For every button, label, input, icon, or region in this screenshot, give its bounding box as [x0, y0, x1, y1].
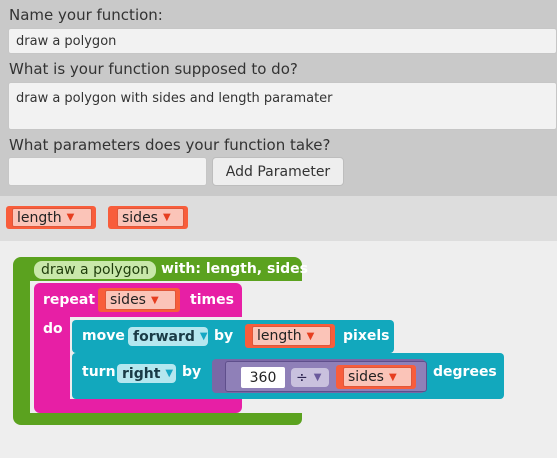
turn-keyword: turn: [82, 364, 116, 380]
move-direction-dropdown[interactable]: forward ▼: [128, 327, 208, 346]
turn-by-text: by: [182, 364, 202, 380]
chevron-down-icon: ▼: [66, 212, 75, 223]
function-description-label: What is your function supposed to do?: [9, 60, 298, 78]
turn-unit-text: degrees: [433, 364, 497, 380]
repeat-keyword: repeat: [43, 292, 96, 308]
move-block[interactable]: [72, 320, 394, 353]
math-operator-label: ÷: [296, 369, 308, 386]
turn-divisor-field[interactable]: sides ▼: [343, 367, 412, 387]
function-params-label: What parameters does your function take?: [9, 136, 331, 154]
move-unit-text: pixels: [343, 328, 390, 344]
function-name-input[interactable]: draw a polygon: [8, 28, 557, 54]
repeat-times-text: times: [190, 292, 234, 308]
chevron-down-icon: ▼: [388, 371, 397, 383]
repeat-count-label: sides: [110, 292, 146, 308]
function-editor-form: Name your function: draw a polygon What …: [0, 0, 557, 196]
math-operator-dropdown[interactable]: ÷ ▼: [291, 368, 329, 387]
param-chip-length[interactable]: length ▼: [6, 206, 96, 229]
param-chip-sides-label: sides: [122, 209, 158, 226]
move-amount-field[interactable]: length ▼: [252, 326, 331, 346]
function-description-textarea[interactable]: draw a polygon with sides and length par…: [8, 82, 557, 130]
chevron-down-icon: ▼: [306, 330, 315, 342]
repeat-count-field[interactable]: sides ▼: [105, 290, 176, 310]
parameter-palette: length ▼ sides ▼: [0, 196, 557, 241]
repeat-do-text: do: [43, 321, 63, 337]
turn-divisor-label: sides: [348, 369, 384, 385]
move-amount-variable[interactable]: length ▼: [245, 324, 335, 348]
function-params-text: with: length, sides: [161, 261, 308, 277]
move-keyword: move: [82, 328, 125, 344]
param-chip-length-field[interactable]: length ▼: [12, 208, 92, 227]
chevron-down-icon: ▼: [150, 294, 159, 306]
function-block-footer: [30, 413, 302, 425]
chevron-down-icon: ▼: [199, 331, 208, 342]
move-direction-label: forward: [133, 328, 195, 345]
repeat-count-variable[interactable]: sides ▼: [98, 288, 180, 312]
turn-direction-label: right: [122, 365, 161, 382]
turn-direction-dropdown[interactable]: right ▼: [117, 364, 176, 383]
repeat-block-footer: [70, 399, 102, 413]
function-name-field[interactable]: draw a polygon: [34, 261, 156, 279]
param-chip-length-label: length: [17, 209, 62, 226]
function-name-label: Name your function:: [9, 6, 163, 24]
param-chip-sides-field[interactable]: sides ▼: [117, 208, 184, 227]
parameter-name-input[interactable]: [8, 157, 207, 186]
move-amount-label: length: [257, 328, 302, 344]
chevron-down-icon: ▼: [313, 372, 322, 383]
chevron-down-icon: ▼: [165, 368, 174, 379]
param-chip-sides[interactable]: sides ▼: [108, 206, 188, 229]
add-parameter-button[interactable]: Add Parameter: [212, 157, 344, 186]
move-by-text: by: [214, 328, 234, 344]
chevron-down-icon: ▼: [162, 212, 171, 223]
math-dividend-number[interactable]: 360: [241, 367, 285, 388]
turn-divisor-variable[interactable]: sides ▼: [336, 365, 416, 389]
